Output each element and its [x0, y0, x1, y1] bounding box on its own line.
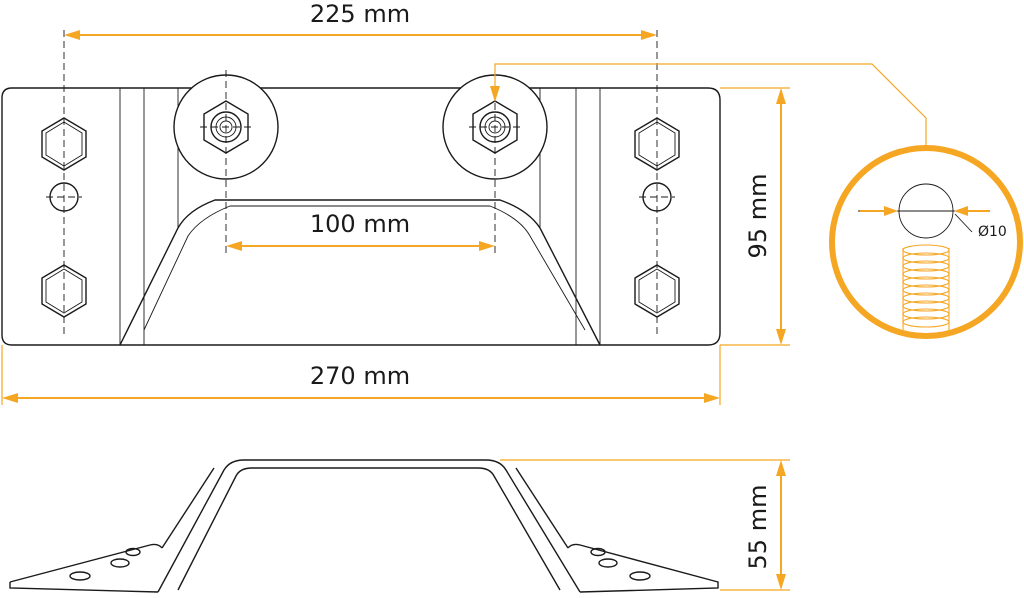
- top-view: [1, 30, 721, 346]
- side-view: [9, 459, 719, 593]
- dimension-inner-width: 100 mm: [226, 210, 495, 251]
- side-foot-right: [567, 543, 719, 593]
- label-bolt-spacing: 225 mm: [310, 0, 410, 28]
- label-plate-height: 95 mm: [744, 174, 772, 259]
- plate-outline: [1, 87, 721, 346]
- label-diameter: Ø10: [978, 224, 1007, 240]
- channel-outline: [119, 199, 601, 346]
- label-total-length: 270 mm: [310, 362, 410, 390]
- dimension-plate-height: 95 mm: [720, 87, 790, 346]
- dimension-total-length: 270 mm: [1, 345, 721, 405]
- dimension-bolt-spacing: 225 mm: [64, 0, 657, 40]
- label-side-height: 55 mm: [744, 485, 772, 570]
- detail-thread: [902, 244, 950, 330]
- label-inner-width: 100 mm: [310, 210, 410, 238]
- channel-inner-line: [143, 205, 586, 331]
- dimension-side-height: 55 mm: [500, 459, 790, 591]
- side-foot-left: [9, 543, 163, 583]
- detail-leader: [490, 63, 927, 150]
- detail-circle: Ø10: [829, 145, 1023, 339]
